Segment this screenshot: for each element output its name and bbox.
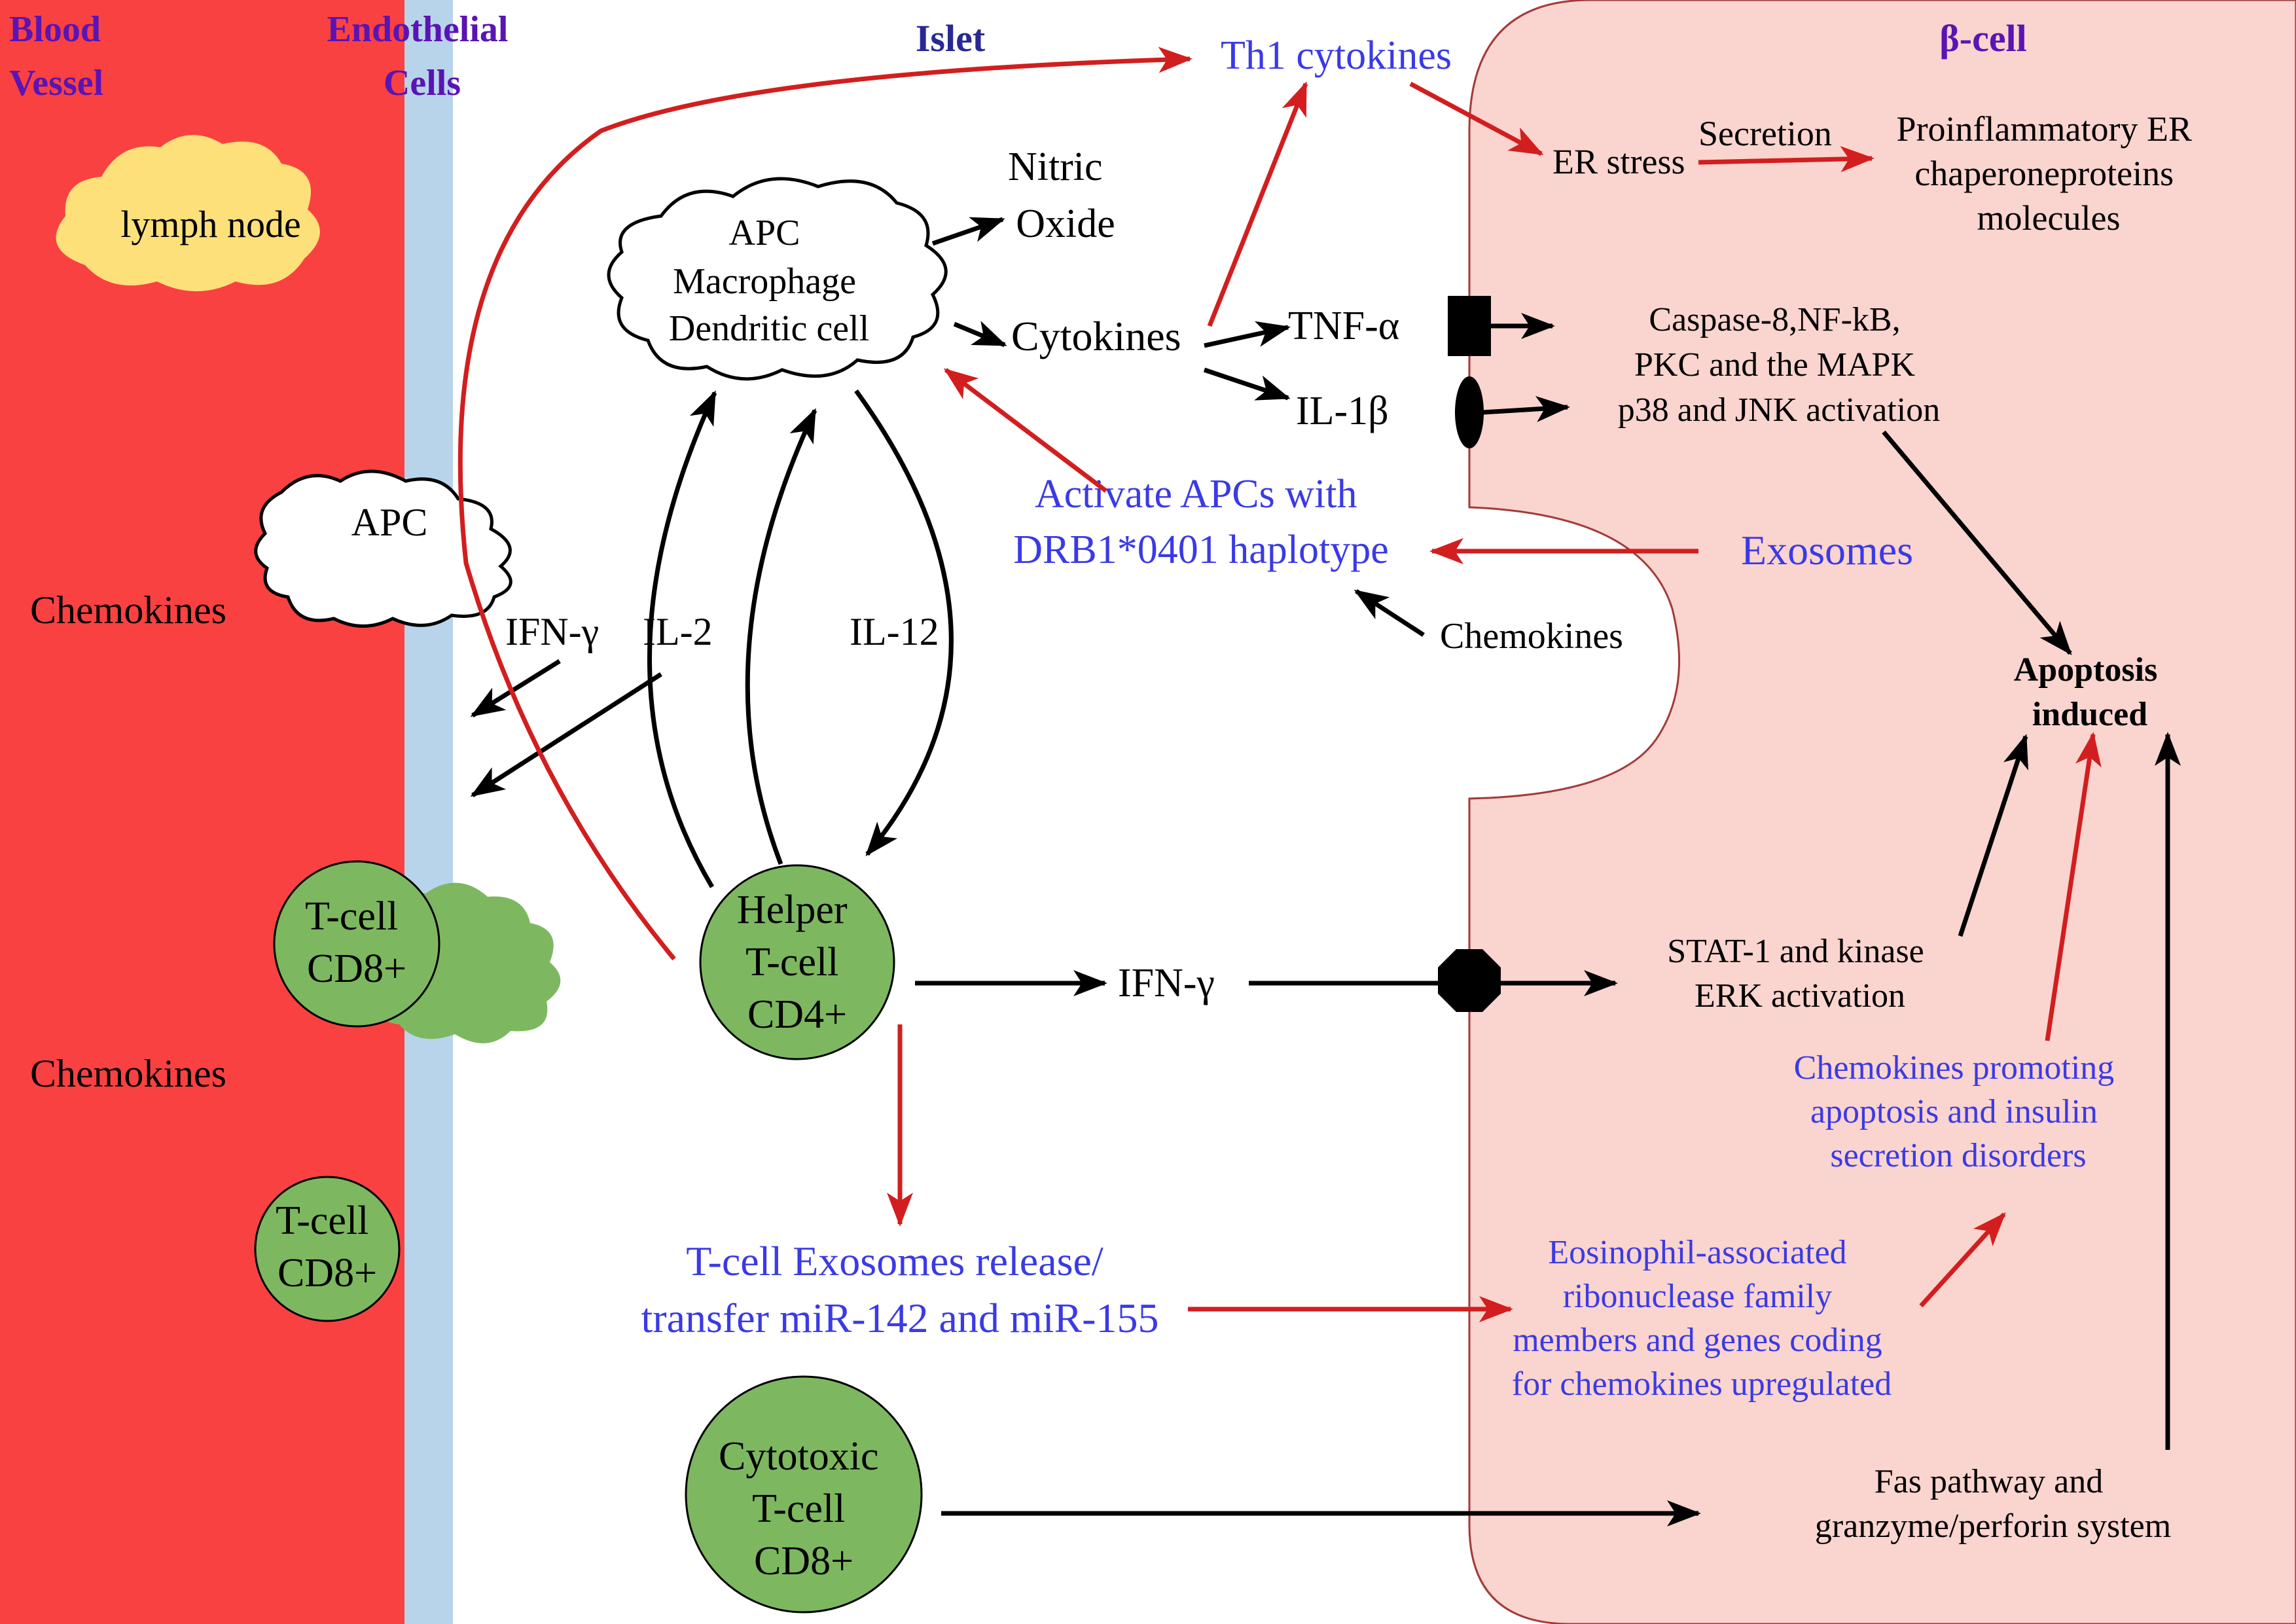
arrow-cytokines-to-tnf (1204, 321, 1291, 348)
arrow-il1-to-caspase (1482, 395, 1570, 422)
arrow-ifn-left (470, 659, 561, 717)
tnf-receptor-square (1448, 296, 1491, 356)
arrow-apc-to-helper-il12 (854, 389, 954, 857)
chemokines-promoting-label: Chemokines promoting apoptosis and insul… (1794, 1049, 2123, 1174)
er-stress-label: ER stress (1552, 142, 1685, 181)
arrow-helper-to-apc-2 (745, 408, 817, 865)
tnf-alpha-label: TNF-α (1288, 304, 1399, 348)
arrow-apc-to-cytokines (953, 321, 1007, 348)
ifn-receptor-octagon (1438, 949, 1501, 1012)
apc-cloud-small (254, 469, 512, 628)
arrow-th1-to-er (1409, 81, 1544, 156)
arrow-eosinophil-to-chemo (1919, 1212, 2006, 1308)
chemokines-islet-label: Chemokines (1440, 616, 1623, 657)
tcell-cd8-2-label: T-cell CD8+ (276, 1199, 379, 1295)
apc-macrophage-label: APC Macrophage Dendritic cell (669, 213, 869, 349)
lymph-node-cloud (56, 135, 320, 291)
il1-receptor-oval (1455, 376, 1484, 448)
arrow-apc-to-no (931, 217, 1005, 246)
apoptosis-label: Apoptosis induced (2014, 651, 2166, 733)
endothelial-region (404, 0, 453, 1624)
tcell-cd8-1 (273, 860, 440, 1028)
exosomes-label: Exosomes (1741, 527, 1913, 573)
proinflammatory-label: Proinflammatory ER chaperoneproteins mol… (1897, 109, 2201, 238)
il1-beta-label: IL-1β (1296, 389, 1389, 433)
apc-macrophage-cloud (607, 177, 948, 381)
helper-tcell (699, 864, 895, 1060)
tcell-cd8-2 (254, 1176, 401, 1322)
arrow-caspase-to-apoptosis (1882, 430, 2072, 656)
stat1-label: STAT-1 and kinase ERK activation (1667, 933, 1933, 1015)
black-arrows (470, 217, 2181, 1526)
secretion-label: Secretion (1698, 114, 1832, 153)
eosinophil-label: Eosinophil-associated ribonuclease famil… (1512, 1234, 1892, 1403)
red-arrows (457, 46, 2102, 1322)
caspase-label: Caspase-8,NF-kB, PKC and the MAPK p38 an… (1618, 301, 1940, 429)
arrow-cytokines-to-apc (943, 368, 1108, 493)
chemokines-label-1: Chemokines (30, 588, 226, 632)
helper-tcell-label: Helper T-cell CD4+ (737, 888, 857, 1037)
cytotoxic-tcell-label: Cytotoxic T-cell CD8+ (719, 1434, 889, 1583)
lymph-node-label: lymph node (120, 203, 300, 245)
arrow-stat-to-apoptosis (1958, 734, 2029, 937)
cytotoxic-tcell (685, 1375, 923, 1614)
activate-apcs-label: Activate APCs with DRB1*0401 haplotype (1013, 472, 1388, 572)
arrow-helper-to-apc-1 (647, 390, 717, 888)
arrow-apc-to-th1 (457, 46, 1193, 961)
exosome-release-label: T-cell Exosomes release/ transfer miR-14… (641, 1238, 1159, 1341)
beta-cell-region (1468, 0, 2296, 1624)
arrow-er-to-proinflam (1698, 146, 1874, 173)
th1-cytokines-label: Th1 cytokines (1221, 33, 1452, 78)
apc-small-label: APC (351, 501, 428, 544)
arrow-cytokines-to-th1 (1207, 81, 1308, 327)
arrow-il2-left (470, 672, 662, 797)
ifn-gamma-left-label: IFN-γ (505, 610, 599, 653)
ifn-gamma-mid-label: IFN-γ (1118, 961, 1215, 1005)
fas-pathway-label: Fas pathway and granzyme/perforin system (1815, 1463, 2171, 1545)
blood-vessel-title: Blood Vessel (9, 9, 110, 103)
nitric-oxide-label: Nitric Oxide (1008, 145, 1115, 246)
arrow-chemo-to-apoptosis (2045, 732, 2102, 1041)
il2-label: IL-2 (643, 610, 713, 653)
cytokines-label: Cytokines (1011, 313, 1181, 359)
islet-title: Islet (916, 17, 986, 60)
il12-label: IL-12 (850, 610, 939, 653)
beta-cell-title: β-cell (1939, 17, 2027, 60)
chemokines-label-2: Chemokines (30, 1052, 226, 1095)
arrow-chemokines-to-activate (1354, 589, 1425, 637)
arrow-cytokines-to-il1 (1203, 367, 1291, 401)
endothelial-title: Endothelial Cells (327, 9, 518, 103)
tcell-cd8-1-label: T-cell CD8+ (305, 894, 408, 991)
